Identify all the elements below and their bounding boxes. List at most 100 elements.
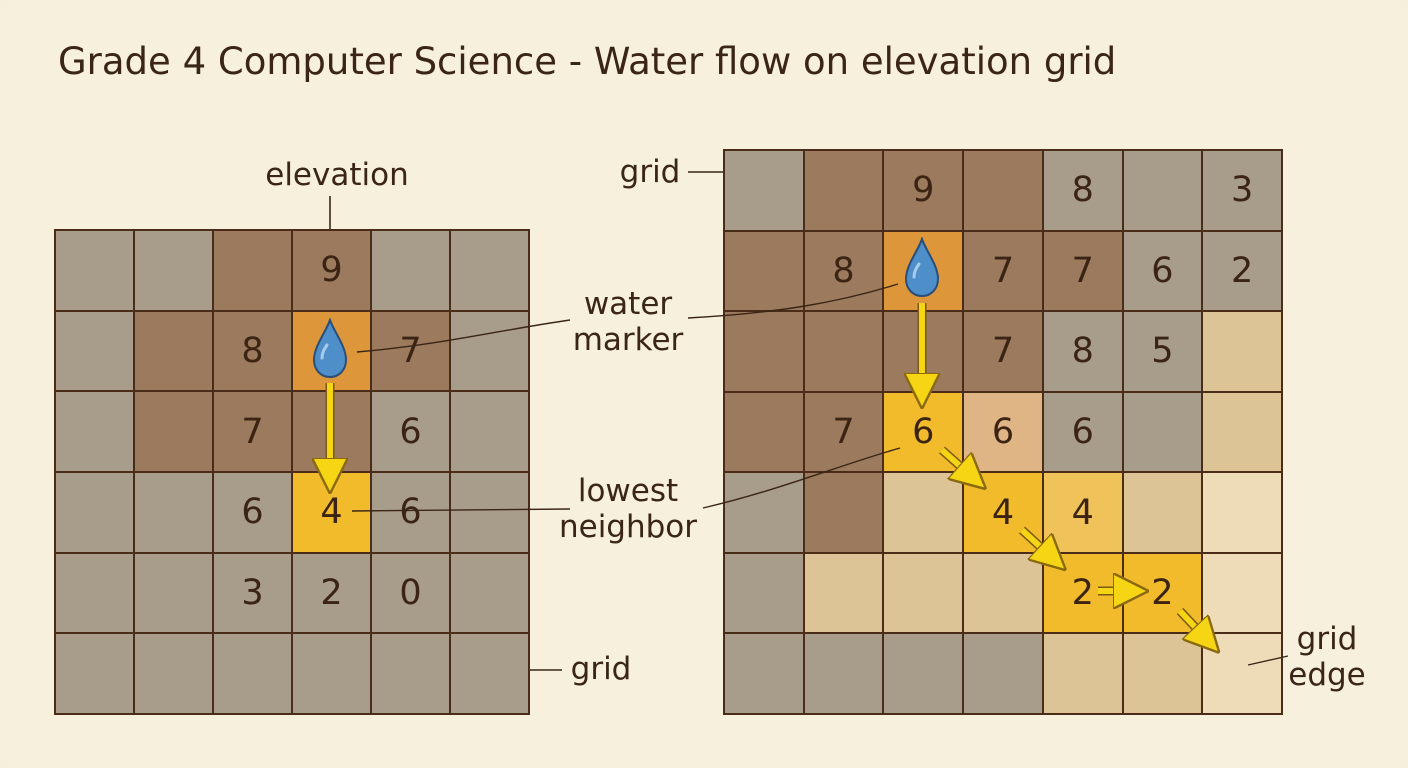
left-grid-cell-r1-c0 bbox=[56, 311, 133, 391]
right-grid-cell-r3-c4: 6 bbox=[1043, 392, 1122, 472]
left-grid-cell-r0-c1 bbox=[135, 231, 212, 310]
left-grid-cell-r0-c0 bbox=[56, 231, 133, 310]
right-grid-cell-r5-c4: 2 bbox=[1043, 553, 1122, 633]
right-grid-cell-r2-c1 bbox=[804, 312, 883, 391]
right-grid-cell-r6-c3 bbox=[964, 634, 1042, 713]
right-grid-cell-r1-c6: 2 bbox=[1203, 231, 1281, 311]
right-grid-cell-r6-c6 bbox=[1203, 634, 1281, 713]
right-grid-cell-r5-c3 bbox=[964, 553, 1042, 633]
water-marker-label-line1: water bbox=[583, 286, 673, 322]
right-grid-cell-r4-c2 bbox=[884, 473, 963, 552]
left-grid-cell-r3-c5 bbox=[451, 472, 528, 552]
right-grid-cell-r3-c0 bbox=[725, 392, 803, 472]
left-grid-cell-r2-c5 bbox=[451, 392, 528, 471]
grid-label-right: grid bbox=[619, 154, 681, 190]
left-grid-cell-r5-c5 bbox=[451, 634, 528, 713]
water-drop-icon-right bbox=[904, 237, 940, 298]
right-grid-cell-r3-c6 bbox=[1203, 392, 1281, 472]
right-grid-cell-r0-c6: 3 bbox=[1203, 151, 1281, 230]
right-grid-cell-r6-c4 bbox=[1043, 634, 1122, 713]
left-grid-cell-r5-c0 bbox=[56, 634, 133, 713]
left-grid-cell-r2-c2: 7 bbox=[214, 392, 291, 471]
page-title: Grade 4 Computer Science - Water flow on… bbox=[58, 40, 1117, 83]
left-grid-cell-r0-c2 bbox=[214, 231, 291, 310]
left-grid-cell-r1-c5 bbox=[451, 311, 528, 391]
lowest-neighbor-label-line1: lowest bbox=[577, 473, 679, 509]
left-grid-cell-r3-c3: 4 bbox=[293, 472, 370, 552]
right-grid-cell-r4-c5 bbox=[1123, 473, 1202, 552]
water-drop-icon bbox=[312, 318, 348, 379]
left-grid-cell-r2-c4: 6 bbox=[372, 392, 449, 471]
right-grid-cell-r6-c1 bbox=[804, 634, 883, 713]
left-grid-cell-r1-c2: 8 bbox=[214, 311, 291, 391]
right-grid-cell-r1-c3: 7 bbox=[964, 231, 1042, 311]
grid-edge-label-line1: grid bbox=[1296, 621, 1358, 657]
left-grid-cell-r4-c0 bbox=[56, 553, 133, 633]
right-grid-cell-r2-c0 bbox=[725, 312, 803, 391]
grid-edge-label-line2: edge bbox=[1288, 657, 1366, 693]
right-grid-cell-r6-c0 bbox=[725, 634, 803, 713]
left-grid-cell-r0-c4 bbox=[372, 231, 449, 310]
right-grid-cell-r3-c2: 6 bbox=[884, 392, 963, 472]
right-grid-cell-r0-c5 bbox=[1123, 151, 1202, 230]
left-grid-cell-r4-c4: 0 bbox=[372, 553, 449, 633]
left-grid-cell-r4-c2: 3 bbox=[214, 553, 291, 633]
left-grid-cell-r5-c4 bbox=[372, 634, 449, 713]
left-grid-cell-r2-c1 bbox=[135, 392, 212, 471]
right-grid-cell-r3-c3: 6 bbox=[964, 392, 1042, 472]
right-grid-cell-r1-c1: 8 bbox=[804, 231, 883, 311]
right-grid-cell-r4-c0 bbox=[725, 473, 803, 552]
left-grid-cell-r4-c5 bbox=[451, 553, 528, 633]
right-grid-cell-r5-c2 bbox=[884, 553, 963, 633]
right-grid-cell-r0-c0 bbox=[725, 151, 803, 230]
water-marker-label: water marker bbox=[562, 286, 694, 358]
left-grid-cell-r3-c4: 6 bbox=[372, 472, 449, 552]
right-grid-cell-r5-c0 bbox=[725, 553, 803, 633]
left-grid-cell-r0-c3: 9 bbox=[293, 231, 370, 310]
right-grid-cell-r5-c5: 2 bbox=[1123, 553, 1202, 633]
left-grid-cell-r4-c3: 2 bbox=[293, 553, 370, 633]
lowest-neighbor-label: lowest neighbor bbox=[552, 473, 704, 545]
elevation-label: elevation bbox=[265, 157, 409, 193]
right-grid-cell-r4-c3: 4 bbox=[964, 473, 1042, 552]
right-grid-cell-r3-c1: 7 bbox=[804, 392, 883, 472]
water-marker-label-line2: marker bbox=[572, 322, 684, 358]
left-grid-cell-r5-c1 bbox=[135, 634, 212, 713]
left-grid-cell-r1-c4: 7 bbox=[372, 311, 449, 391]
right-grid-cell-r2-c3: 7 bbox=[964, 312, 1042, 391]
right-grid-cell-r2-c5: 5 bbox=[1123, 312, 1202, 391]
left-grid-cell-r0-c5 bbox=[451, 231, 528, 310]
left-grid-cell-r1-c1 bbox=[135, 311, 212, 391]
right-grid-cell-r0-c3 bbox=[964, 151, 1042, 230]
right-grid-cell-r4-c6 bbox=[1203, 473, 1281, 552]
right-grid-cell-r2-c2 bbox=[884, 312, 963, 391]
left-grid-cell-r2-c3 bbox=[293, 392, 370, 471]
left-grid-cell-r3-c1 bbox=[135, 472, 212, 552]
right-grid-cell-r2-c4: 8 bbox=[1043, 312, 1122, 391]
right-grid-cell-r0-c2: 9 bbox=[884, 151, 963, 230]
right-grid-cell-r5-c6 bbox=[1203, 553, 1281, 633]
lowest-neighbor-label-line2: neighbor bbox=[558, 509, 698, 545]
right-grid-cell-r6-c5 bbox=[1123, 634, 1202, 713]
right-grid-cell-r5-c1 bbox=[804, 553, 883, 633]
left-grid-cell-r3-c2: 6 bbox=[214, 472, 291, 552]
grid-label-left: grid bbox=[570, 651, 632, 687]
left-grid-cell-r5-c2 bbox=[214, 634, 291, 713]
right-grid-cell-r3-c5 bbox=[1123, 392, 1202, 472]
right-grid-cell-r1-c4: 7 bbox=[1043, 231, 1122, 311]
right-grid-cell-r4-c4: 4 bbox=[1043, 473, 1122, 552]
right-grid-cell-r1-c0 bbox=[725, 231, 803, 311]
left-grid-cell-r3-c0 bbox=[56, 472, 133, 552]
right-grid-cell-r0-c1 bbox=[804, 151, 883, 230]
left-grid-cell-r2-c0 bbox=[56, 392, 133, 471]
left-grid-cell-r4-c1 bbox=[135, 553, 212, 633]
left-grid-cell-r5-c3 bbox=[293, 634, 370, 713]
right-grid-cell-r1-c5: 6 bbox=[1123, 231, 1202, 311]
grid-edge-label: grid edge bbox=[1282, 621, 1372, 693]
right-grid-cell-r2-c6 bbox=[1203, 312, 1281, 391]
right-grid-cell-r6-c2 bbox=[884, 634, 963, 713]
right-grid-cell-r4-c1 bbox=[804, 473, 883, 552]
right-grid-cell-r0-c4: 8 bbox=[1043, 151, 1122, 230]
